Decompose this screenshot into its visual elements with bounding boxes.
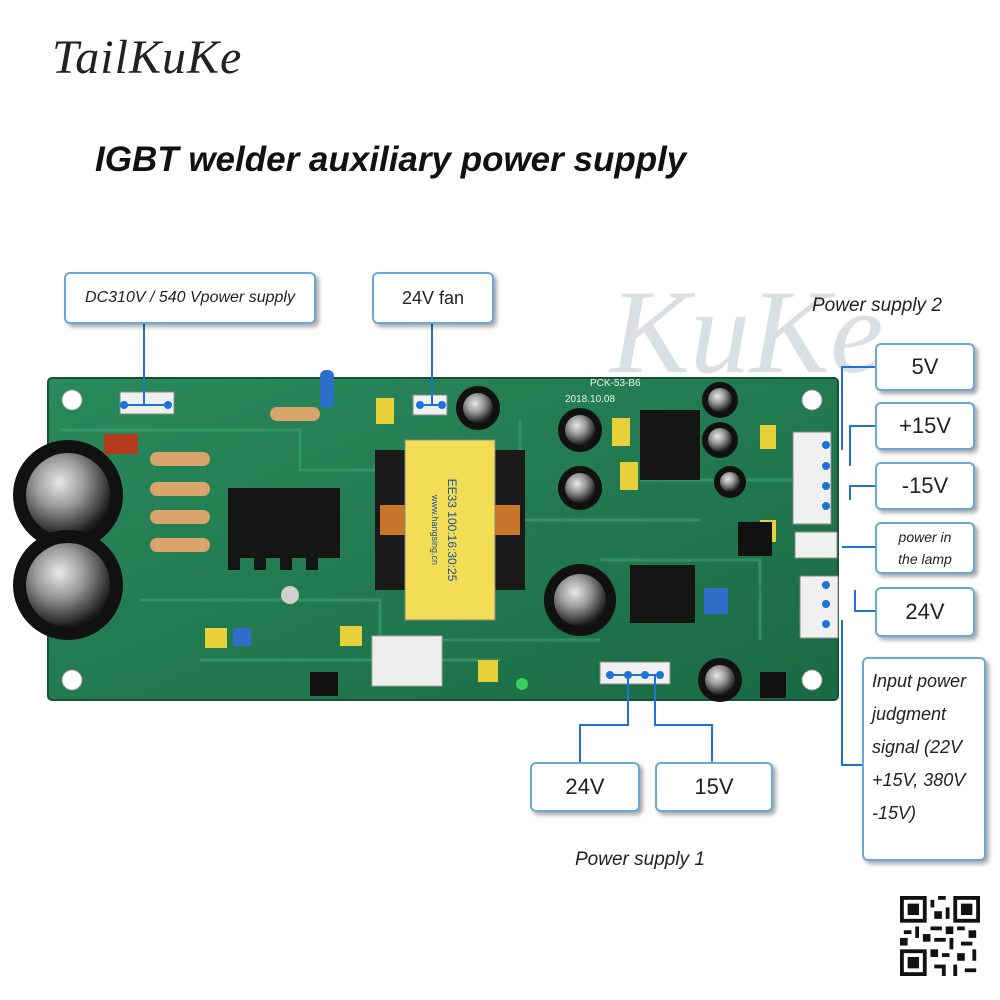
callout-dc-supply: DC310V / 540 Vpower supply [64,272,316,324]
film-capacitors [205,398,776,682]
ic-chip [310,522,786,698]
callout-5v: 5V [875,343,975,391]
blue-capacitor [233,370,728,646]
callout-fan: 24V fan [372,272,494,324]
callout-lamp-line2: the lamp [898,551,952,567]
callout-24v-bottom: 24V [530,762,640,812]
connector-lamp [794,531,838,559]
heatsink-left [228,488,340,570]
connector-dots [120,401,830,679]
callout-input-judgment: Input power judgment signal (22V +15V, 3… [862,657,986,861]
watermark-text: KuKe [608,265,883,398]
power-supply-2-label: Power supply 2 [812,295,942,316]
power-supply-1-label: Power supply 1 [575,849,705,870]
heatsink-right-mid [630,565,695,623]
brand-logo-text: TailKuKe [52,31,243,84]
page-title: IGBT welder auxiliary power supply [95,140,687,179]
capacitor-left-bottom [13,530,123,640]
board-model-label: PCK-53-B6 [590,378,641,389]
transformer-site-label: www.hangsing.cn [430,494,440,565]
capacitor-left-top [13,440,123,550]
capacitor-group [281,382,746,702]
transformer: EE33 100:16:30:25 www.hangsing.cn [375,439,525,621]
resistor-bank [104,407,320,552]
transformer-label: EE33 100:16:30:25 [445,479,459,582]
connector-dc-input [119,391,175,415]
heatsink-right-top [640,410,700,480]
connector-24v-right [799,575,839,639]
board-date-label: 2018.10.08 [565,394,615,405]
qr-code-icon [900,896,980,976]
callout-15v-bottom: 15V [655,762,773,812]
callout-lamp-line1: power in [898,529,952,545]
callout-15v-positive: +15V [875,402,975,450]
callout-24v-right: 24V [875,587,975,637]
callout-lines [124,322,876,766]
callout-lamp-power: power in the lamp [875,522,975,574]
connector-supply1 [599,661,671,685]
callout-15v-negative: -15V [875,462,975,510]
